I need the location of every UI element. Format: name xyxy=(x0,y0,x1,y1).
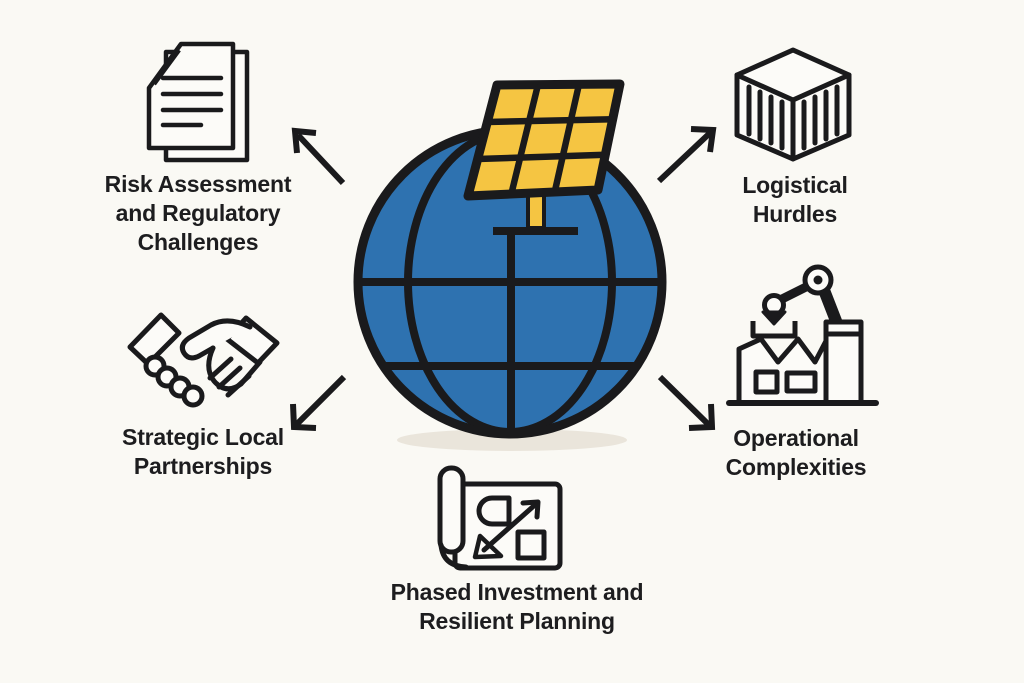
label-risk-assessment: Risk Assessment and Regulatory Challenge… xyxy=(105,170,292,257)
label-line: Complexities xyxy=(725,454,867,480)
label-line: Strategic Local xyxy=(122,424,284,450)
blueprint-plan-icon xyxy=(437,465,563,571)
label-logistical-hurdles: Logistical Hurdles xyxy=(742,171,848,229)
label-line: Phased Investment and xyxy=(390,579,644,605)
shipping-container-cube-icon xyxy=(734,47,852,162)
label-line: Risk Assessment xyxy=(104,171,292,197)
handshake-icon xyxy=(127,312,280,408)
arrow-top-left xyxy=(291,127,346,186)
arrow-bottom-right xyxy=(657,374,716,431)
arrow-top-right xyxy=(656,126,717,184)
label-line: and Regulatory xyxy=(115,200,281,226)
solar-panel-icon xyxy=(463,79,625,201)
label-line: Logistical xyxy=(742,172,848,198)
documents-icon xyxy=(146,41,250,163)
globe-grid xyxy=(362,134,658,430)
label-line: Challenges xyxy=(137,229,259,255)
label-line: Hurdles xyxy=(752,201,838,227)
arrow-bottom-left xyxy=(290,374,347,431)
label-line: Resilient Planning xyxy=(419,608,615,634)
label-line: Operational xyxy=(733,425,859,451)
globe-with-solar-panel-icon xyxy=(353,79,667,451)
factory-robot-arm-icon xyxy=(726,264,879,406)
label-phased-investment: Phased Investment and Resilient Planning xyxy=(391,578,644,636)
label-line: Partnerships xyxy=(133,453,273,479)
label-strategic-partnerships: Strategic Local Partnerships xyxy=(122,423,284,481)
globe-shadow xyxy=(397,429,627,451)
label-operational-complexities: Operational Complexities xyxy=(726,424,867,482)
